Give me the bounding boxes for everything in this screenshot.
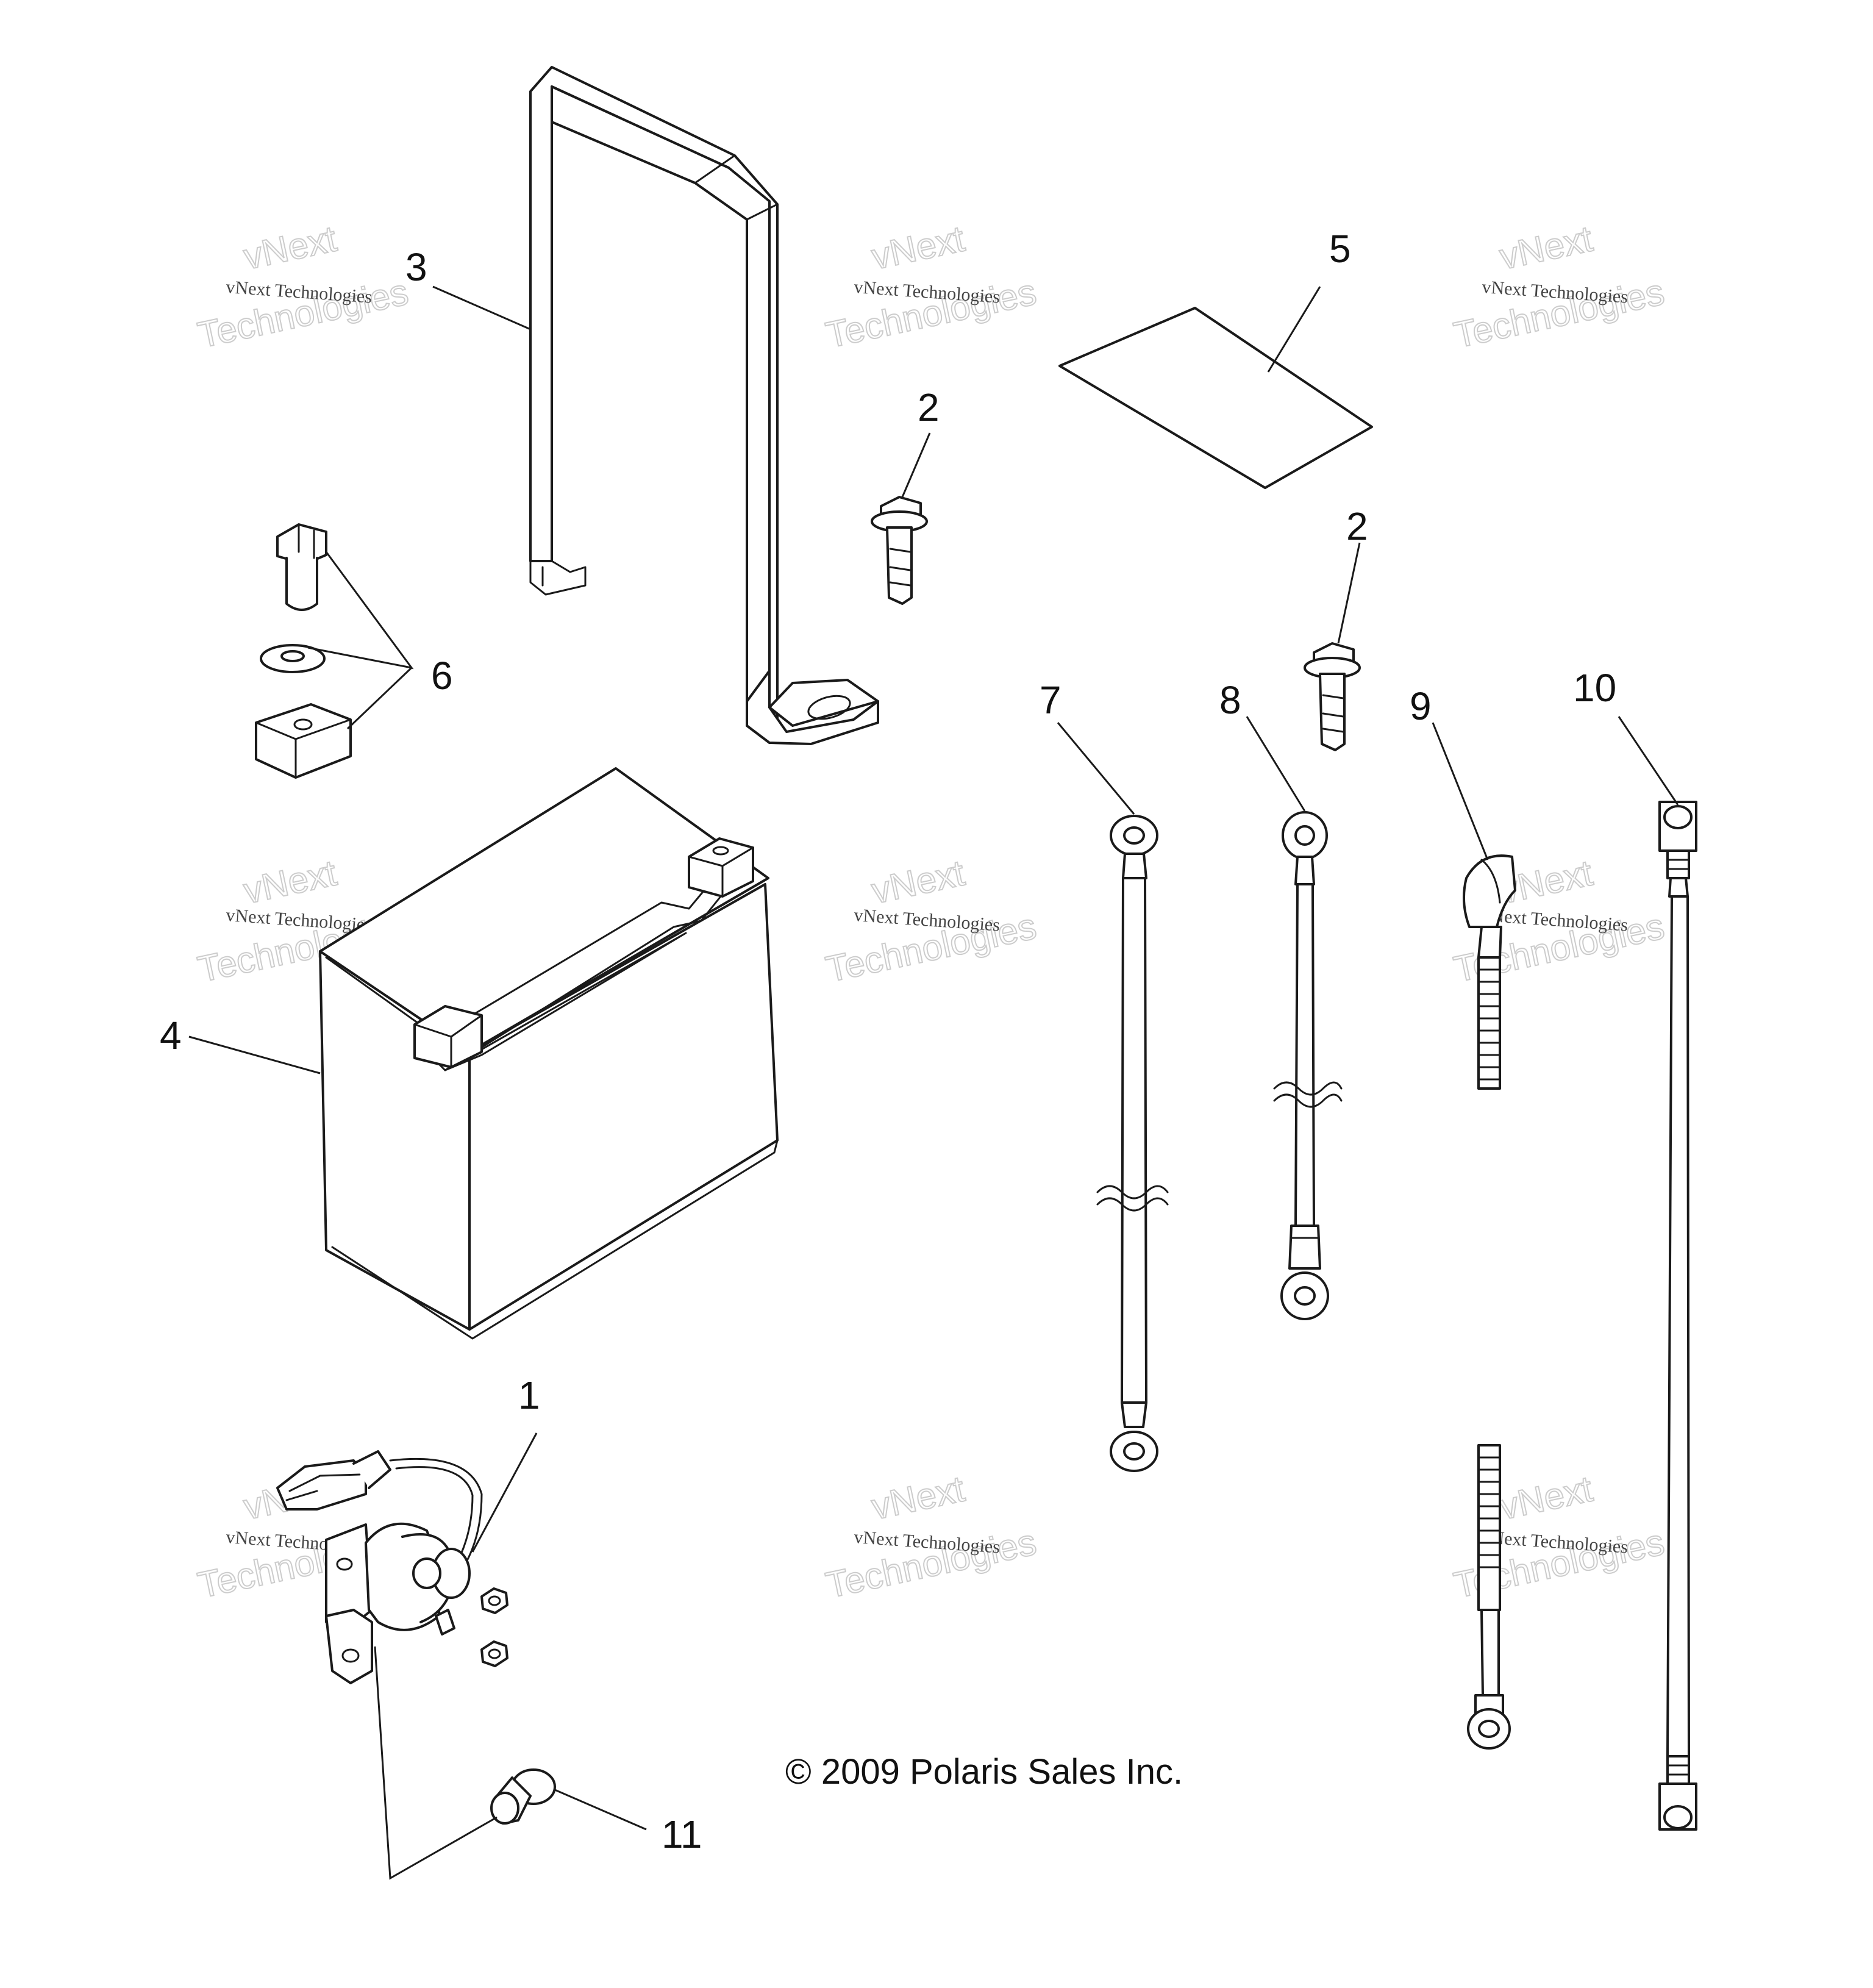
- flange-bolt: [1304, 642, 1361, 751]
- battery-strap: [529, 66, 879, 745]
- svg-text:vNext: vNext: [1496, 1468, 1596, 1527]
- callout-7: 7: [1040, 678, 1061, 722]
- leader-lines: [188, 285, 1679, 1880]
- terminal-hardware: [255, 523, 352, 779]
- cable-8: [1273, 811, 1343, 1320]
- svg-text:vNext: vNext: [868, 852, 968, 911]
- callout-2: 2: [1346, 504, 1368, 548]
- copyright-notice: © 2009 Polaris Sales Inc.: [785, 1752, 1183, 1792]
- cable-7: [1096, 815, 1169, 1472]
- svg-text:vNext: vNext: [240, 218, 340, 277]
- callout-11: 11: [662, 1812, 702, 1856]
- callout-3: 3: [405, 245, 427, 289]
- watermark: vNext Technologies: [1450, 1467, 1669, 1606]
- watermark: vNext Technologies: [822, 1467, 1041, 1606]
- svg-text:vNext: vNext: [240, 852, 340, 911]
- callout-2: 2: [918, 385, 940, 429]
- callout-1: 1: [518, 1373, 540, 1417]
- callout-6: 6: [431, 654, 453, 698]
- watermark: vNext Technologies: [822, 217, 1041, 356]
- svg-text:vNext: vNext: [868, 218, 968, 277]
- watermark: vNext Technologies: [194, 217, 413, 356]
- flange-bolt: [871, 496, 928, 605]
- callout-9: 9: [1410, 684, 1432, 728]
- callout-4: 4: [160, 1014, 182, 1057]
- battery: [319, 767, 779, 1340]
- battery-label: [1058, 307, 1373, 489]
- callouts: 3 2 5 2 6 4 7 8 9 10 1 11: [160, 227, 1616, 1856]
- callout-8: 8: [1219, 678, 1241, 722]
- callout-10: 10: [1573, 666, 1616, 710]
- starter-solenoid: [276, 1450, 508, 1684]
- svg-text:vNext: vNext: [868, 1468, 968, 1527]
- cable-10: [1658, 801, 1697, 1831]
- solenoid-screw: [490, 1768, 556, 1825]
- watermark: vNext Technologies: [1450, 217, 1669, 356]
- cable-9: [1463, 854, 1516, 1750]
- svg-text:vNext: vNext: [1496, 218, 1596, 277]
- callout-5: 5: [1329, 227, 1351, 271]
